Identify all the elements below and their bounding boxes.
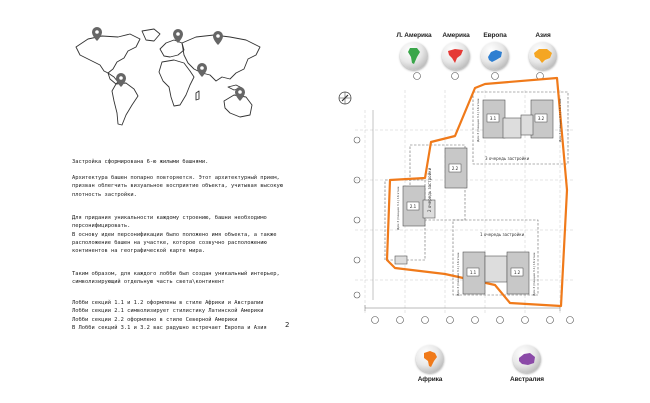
map-pin-europe — [173, 29, 183, 43]
description-p2: Архитектура башен попарно повторяется. Э… — [72, 175, 283, 198]
map-madagascar — [195, 90, 200, 101]
description-p5: Лобби секций 1.1 и 1.2 оформлены в стиле… — [72, 300, 267, 331]
map-pin-australia — [235, 87, 245, 101]
house-tag-1b: Дом 3 (Секция 3.1) 16 этаж — [532, 252, 536, 296]
map-pin-africa — [197, 63, 207, 77]
label-europe: Европа — [483, 32, 507, 39]
map-south-america — [111, 82, 139, 126]
label-australia: Австралия — [510, 376, 544, 383]
world-map — [75, 27, 261, 126]
badge-europe: Европа — [477, 32, 513, 70]
badge-latin-america: Л. Америка — [396, 32, 432, 70]
badge-australia: Австралия — [509, 345, 545, 383]
north-arrow-icon — [338, 91, 352, 105]
section-label-1-2: 1.2 — [514, 270, 521, 275]
africa-globe-icon — [416, 345, 444, 373]
section-label-1-1: 1.1 — [470, 270, 477, 275]
label-latin-america: Л. Америка — [396, 32, 432, 39]
queue-3-label: 3 очередь застройки — [485, 156, 530, 161]
house-tag-2: Дом 3 (Секция 3.1) 16 этаж — [396, 186, 400, 230]
site-plan: 3.1 3.2 2.2 2.1 1.1 1.2 3 очередь застро… — [338, 72, 575, 324]
queue-1-label: 1 очередь застройки — [480, 232, 525, 237]
map-europe — [159, 39, 185, 58]
map-greenland — [141, 28, 161, 42]
label-asia: Азия — [535, 32, 551, 39]
asia-globe-icon — [529, 42, 557, 70]
australia-globe-icon — [513, 345, 541, 373]
house-tag-3: Дом 3 (Секция 3.1) 16 этаж — [476, 98, 480, 142]
section-label-2-1: 2.1 — [410, 204, 417, 209]
description-p4: Таким образом, для каждого лобби был соз… — [72, 271, 280, 286]
section-label-3-2: 3.2 — [538, 116, 545, 121]
map-pin-south-america — [116, 73, 126, 87]
section-label-3-1: 3.1 — [490, 116, 497, 121]
badge-africa: Африка — [412, 345, 448, 383]
site-boundary — [385, 76, 569, 308]
house-tag-3b: Дом 3 (Секция 3.1) 16 этаж — [558, 98, 562, 142]
europe-globe-icon — [481, 42, 509, 70]
north-america-globe-icon — [442, 42, 470, 70]
house-tag-1: Дом 3 (Секция 3.1) 16 этаж — [456, 252, 460, 296]
map-africa — [158, 59, 195, 107]
label-africa: Африка — [417, 376, 443, 383]
map-central-america — [107, 72, 119, 85]
page-number: 2 — [285, 321, 290, 329]
section-label-2-2: 2.2 — [452, 166, 459, 171]
south-america-globe-icon — [400, 42, 428, 70]
zone-queue-1 — [452, 219, 539, 296]
map-pin-north-america — [92, 27, 102, 41]
zone-queue-3 — [472, 91, 569, 165]
description-p3: Для придания уникальности каждому строен… — [72, 215, 277, 255]
map-asia — [181, 34, 261, 82]
description-p1: Застройка сформирована 6-ю жилыми башням… — [72, 159, 209, 165]
badge-asia: Азия — [525, 32, 561, 70]
label-america: Америка — [442, 32, 470, 39]
queue-2-label: 2 очередь застройки — [427, 167, 432, 212]
map-north-america — [75, 33, 141, 74]
badge-america: Америка — [438, 32, 474, 70]
map-pin-asia — [213, 31, 223, 45]
